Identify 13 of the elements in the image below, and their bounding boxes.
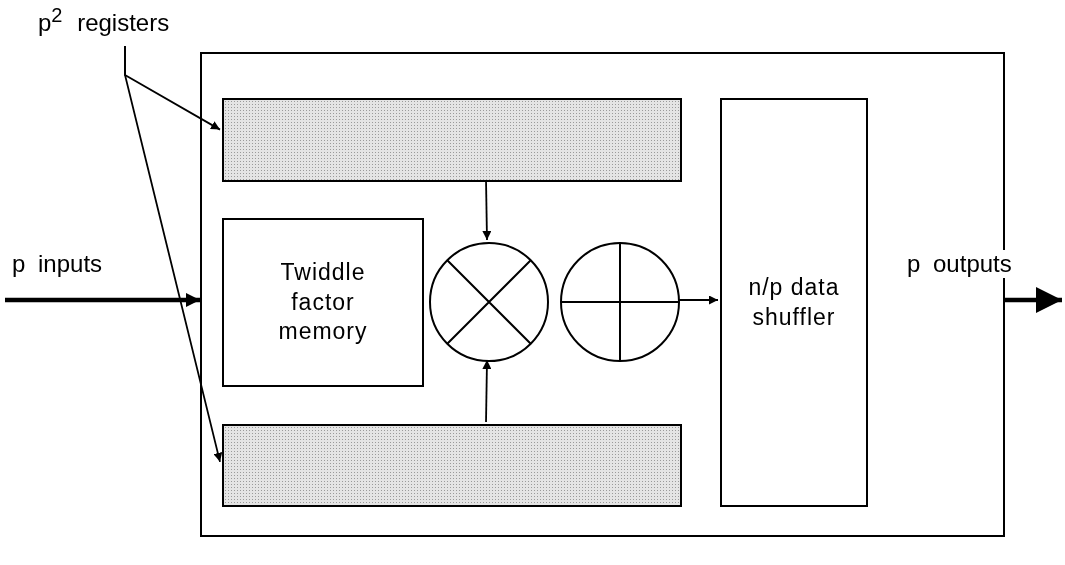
operator-circle [429,242,549,362]
register-bar [222,424,682,507]
arrow [1005,287,1062,313]
arrow [677,295,719,305]
arrow [482,359,492,423]
register-bar [222,98,682,182]
process-box: n/p data shuffler [720,98,868,507]
operator-circle [560,242,680,362]
edge-label: p outputs [905,250,1014,278]
leader-arrow [124,45,223,463]
process-box: Twiddle factor memory [222,218,424,387]
register-label: p$^{2}$ registers [38,2,188,46]
arrow [5,293,200,307]
